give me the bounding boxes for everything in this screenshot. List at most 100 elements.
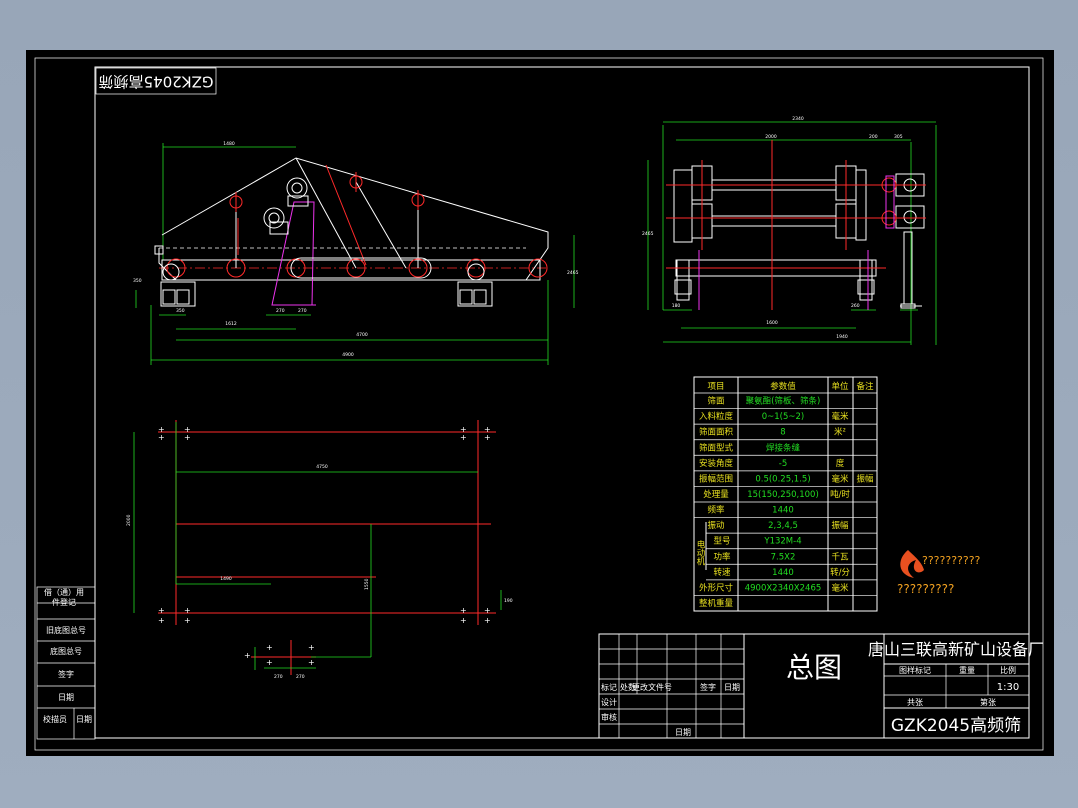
drawing-sheet: GZK2045高频筛 借（通）用 件登记 旧底图总号 底图总号 签字 日期 校描… — [26, 50, 1054, 756]
spec-cell: 1440 — [772, 506, 794, 516]
dim-label: 260 — [851, 303, 860, 309]
dim-label: 1550 — [364, 578, 370, 590]
dim-label: 305 — [894, 134, 903, 140]
svg-text:+: + — [184, 433, 191, 442]
spec-cell: 功率 — [713, 551, 731, 562]
svg-text:+: + — [244, 651, 251, 660]
dim-label: 2465 — [642, 231, 654, 237]
front-elevation-view: 1480 350 2465 1612 270 270 4700 4900 350 — [133, 141, 579, 365]
spec-row: 筛面型式 焊接条缝 — [699, 442, 801, 453]
plan-bolt-markers: ++ ++ ++ ++ ++ ++ ++ ++ ++ +++ — [158, 425, 491, 667]
spec-cell: 吨/时 — [830, 489, 850, 500]
svg-text:+: + — [158, 606, 165, 615]
left-strip-cell: 底图总号 — [50, 646, 82, 656]
spec-motor-group: 电动机 — [695, 539, 705, 566]
spec-cell: 0.5(0.25,1.5) — [755, 474, 810, 484]
dim-label: 2000 — [126, 514, 132, 526]
spec-cell: 入料粒度 — [699, 411, 734, 422]
inner-border — [94, 66, 1030, 739]
dim-label: 4750 — [316, 464, 328, 470]
dim-label: 270 — [298, 308, 307, 314]
title-row-label: 设计 — [601, 697, 617, 707]
spec-cell: 转速 — [713, 567, 731, 578]
rotated-title: GZK2045高频筛 — [99, 73, 214, 91]
left-strip-cell: 日期 — [76, 715, 92, 724]
spec-row: 频率 1440 — [707, 505, 793, 516]
left-strip-cell: 借（通）用 — [44, 587, 84, 597]
spec-cell: -5 — [779, 459, 787, 469]
title-block: 标记 处数 更改文件号 签字 日期 设计 审核 日期 总图 唐山三联高新矿山设备… — [598, 633, 1044, 739]
spec-cell: 筛面 — [707, 396, 725, 407]
svg-text:+: + — [158, 425, 165, 434]
spec-cell: 振动 — [707, 520, 725, 531]
svg-text:+: + — [460, 616, 467, 625]
spec-cell: 焊接条缝 — [766, 442, 801, 453]
spec-cell: 安装角度 — [699, 458, 734, 469]
spec-cell: 振幅 — [831, 520, 849, 531]
side-elevation-view: 2340 2000 200 305 2465 180 1600 1940 260 — [642, 116, 937, 345]
spec-header-cell: 单位 — [831, 381, 849, 392]
svg-text:+: + — [308, 643, 315, 652]
left-strip-cell: 签字 — [58, 669, 74, 679]
sheet-number: 第张 — [980, 697, 996, 707]
spec-cell: 频率 — [707, 505, 725, 516]
dim-label: 270 — [274, 674, 283, 680]
svg-text:+: + — [266, 643, 273, 652]
spec-cell: 千瓦 — [831, 551, 849, 562]
title-bottom-label: 日期 — [675, 728, 691, 737]
spec-cell: 处理量 — [703, 489, 729, 500]
svg-text:+: + — [158, 616, 165, 625]
dim-label: 350 — [176, 308, 185, 314]
dim-label: 350 — [133, 278, 142, 284]
spec-cell: Y132M-4 — [763, 537, 801, 547]
rotated-title-box: GZK2045高频筛 — [95, 67, 217, 95]
left-strip-cell: 校描员 — [43, 714, 67, 724]
spec-header-cell: 参数值 — [770, 381, 796, 392]
svg-text:+: + — [308, 658, 315, 667]
svg-text:+: + — [158, 433, 165, 442]
plan-view: 4750 2000 1490 1550 190 270 270 ++ ++ ++… — [126, 420, 513, 680]
watermark-text: ?????????? — [922, 554, 981, 567]
dim-label: 200 — [869, 134, 878, 140]
dim-label: 2340 — [792, 116, 804, 122]
left-strip-cell: 旧底图总号 — [46, 625, 86, 635]
title-header-cell: 比例 — [1000, 665, 1016, 675]
dim-label: 2465 — [567, 270, 579, 276]
spec-cell: 转/分 — [830, 567, 850, 578]
dim-label: 1612 — [225, 321, 237, 327]
left-strip-table: 借（通）用 件登记 旧底图总号 底图总号 签字 日期 校描员 日期 — [36, 586, 96, 740]
spec-cell: 型号 — [713, 537, 730, 547]
left-strip-cell: 件登记 — [52, 597, 76, 607]
dim-label: 1940 — [836, 334, 848, 340]
spec-cell: 筛面型式 — [699, 442, 734, 453]
svg-text:+: + — [184, 606, 191, 615]
spec-row: 振动 2,3,4,5 振幅 — [707, 520, 849, 531]
company-name: 唐山三联高新矿山设备厂 — [868, 640, 1044, 659]
svg-text:+: + — [184, 616, 191, 625]
spec-cell: 4900X2340X2465 — [745, 583, 822, 593]
left-strip-cell: 日期 — [58, 693, 74, 702]
svg-text:+: + — [460, 433, 467, 442]
title-row-label: 审核 — [601, 712, 617, 722]
spec-row: 整机重量 — [699, 598, 734, 609]
rev-header-cell: 更改文件号 — [632, 682, 672, 692]
drawing-name: GZK2045高频筛 — [891, 716, 1021, 736]
dim-label: 1490 — [220, 576, 232, 582]
dim-label: 1480 — [223, 141, 235, 147]
dim-label: 270 — [296, 674, 305, 680]
svg-text:+: + — [460, 606, 467, 615]
title-header-cell: 图样标记 — [899, 665, 931, 675]
spec-cell: 聚氨酯(筛板、筛条) — [746, 396, 821, 407]
spec-row: 筛面 聚氨酯(筛板、筛条) — [707, 396, 820, 407]
svg-text:+: + — [184, 425, 191, 434]
svg-text:+: + — [484, 616, 491, 625]
spec-cell: 2,3,4,5 — [768, 521, 798, 531]
spec-cell: 振幅 — [856, 473, 874, 484]
